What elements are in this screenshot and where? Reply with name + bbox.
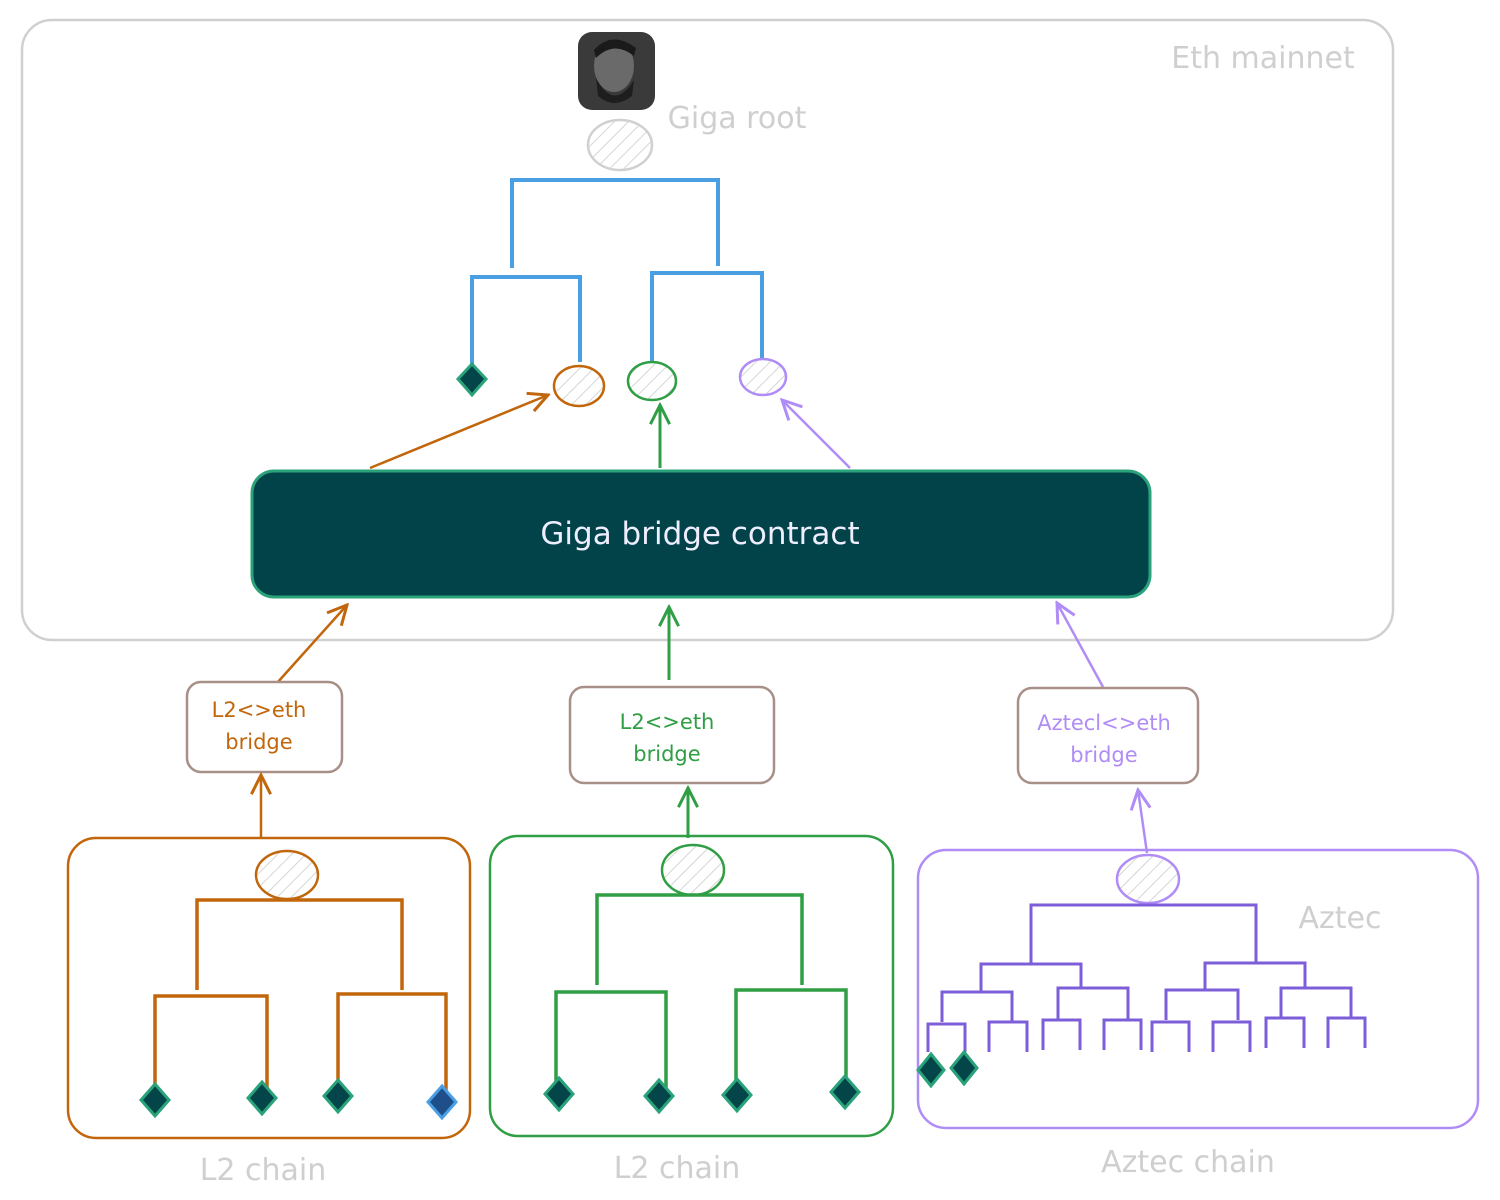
green-leaf-diamond bbox=[643, 1077, 675, 1115]
giga-root-node bbox=[586, 118, 654, 172]
aztec-leaf-diamond bbox=[949, 1049, 979, 1087]
green-chain-label: L2 chain bbox=[614, 1151, 741, 1186]
arrow-orange-bridge-to-contract bbox=[276, 605, 347, 684]
arrow-aztec-bridge-to-contract bbox=[1057, 603, 1105, 688]
aztec-bridge-box bbox=[1016, 686, 1200, 785]
orange-chain-tree-root bbox=[254, 849, 320, 901]
green-chain-tree-branches bbox=[554, 893, 848, 1090]
giga-root-label: Giga root bbox=[668, 101, 807, 136]
giga-leaf-diamond bbox=[455, 361, 489, 398]
aztec-chain-tree-branches bbox=[926, 903, 1367, 1052]
aztec-chain-box bbox=[916, 848, 1480, 1130]
orange-chain-root-node bbox=[552, 364, 606, 408]
arrow-contract-to-aztec-root bbox=[782, 400, 851, 469]
giga-bridge-contract bbox=[250, 469, 1152, 599]
aztec-bridge-label-line2: bridge bbox=[1070, 743, 1137, 767]
orange-leaf-diamond bbox=[322, 1077, 354, 1115]
orange-leaf-diamond-highlighted bbox=[426, 1083, 458, 1121]
arrow-contract-to-orange-root bbox=[369, 395, 548, 470]
orange-leaf-diamond bbox=[139, 1081, 171, 1119]
aztec-inner-label: Aztec bbox=[1299, 901, 1382, 936]
green-chain-root-node bbox=[626, 360, 678, 402]
orange-leaf-diamond bbox=[246, 1079, 278, 1117]
aztec-chain-root-node bbox=[738, 357, 788, 397]
eth-mainnet-label: Eth mainnet bbox=[1171, 41, 1355, 76]
orange-chain-label: L2 chain bbox=[200, 1153, 327, 1188]
green-leaf-diamond bbox=[543, 1075, 575, 1113]
aztec-leaf-diamond bbox=[916, 1051, 946, 1089]
eth-mainnet-frame bbox=[20, 18, 1395, 642]
orange-bridge-box bbox=[185, 680, 344, 774]
giga-tree-branches bbox=[470, 178, 764, 370]
orange-bridge-label-line1: L2<>eth bbox=[212, 698, 307, 722]
orange-l2-chain-box bbox=[66, 836, 472, 1140]
orange-chain-tree-branches bbox=[153, 898, 448, 1095]
green-leaf-diamond bbox=[721, 1076, 753, 1114]
green-leaf-diamond bbox=[829, 1073, 861, 1111]
aztec-bridge-label-line1: Aztecl<>eth bbox=[1037, 711, 1171, 735]
green-bridge-label-line2: bridge bbox=[633, 742, 700, 766]
arrow-aztec-chain-to-bridge bbox=[1138, 790, 1147, 854]
aztec-chain-label: Aztec chain bbox=[1101, 1145, 1275, 1180]
green-l2-chain-box bbox=[488, 834, 895, 1138]
orange-bridge-label-line2: bridge bbox=[225, 730, 292, 754]
giga-bridge-contract-label: Giga bridge contract bbox=[540, 516, 859, 552]
aztec-chain-tree-root bbox=[1115, 853, 1181, 905]
giga-chad-avatar-icon bbox=[578, 32, 655, 110]
green-bridge-label-line1: L2<>eth bbox=[620, 710, 715, 734]
green-bridge-box bbox=[568, 685, 776, 785]
green-chain-tree-root bbox=[660, 843, 726, 897]
